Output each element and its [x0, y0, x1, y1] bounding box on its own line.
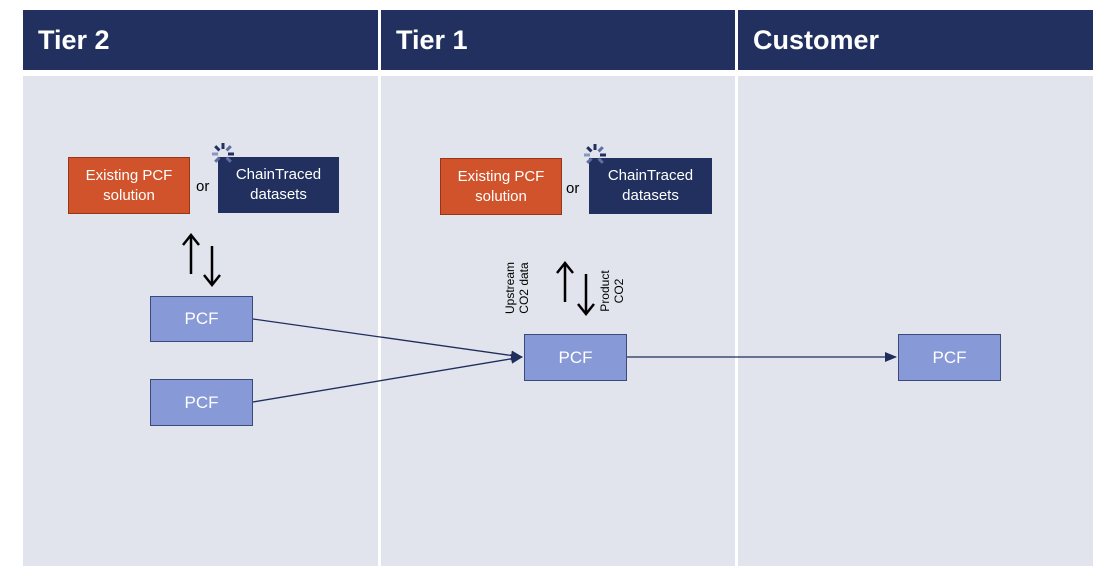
tier2-or-label: or — [196, 178, 210, 195]
customer-lane — [738, 76, 1093, 566]
tier2-exchange-arrows-icon — [182, 232, 221, 288]
tier2-header: Tier 2 — [23, 10, 378, 70]
connector-tier2-top-to-tier1 — [252, 318, 523, 361]
tier1-chaintraced-box: ChainTraced datasets — [589, 158, 712, 214]
tier1-chaintraced-label: ChainTraced datasets — [607, 167, 694, 204]
tier1-pcf: PCF — [524, 334, 627, 381]
customer-header: Customer — [738, 10, 1093, 70]
tier1-header: Tier 1 — [381, 10, 735, 70]
tier2-existing-pcf-label: Existing PCF solution — [85, 166, 173, 204]
connector-tier2-bottom-to-tier1 — [252, 353, 523, 403]
tier1-title: Tier 1 — [396, 24, 468, 55]
tier2-pcf-top-label: PCF — [184, 309, 219, 328]
tier2-chaintraced-box: ChainTraced datasets — [218, 157, 339, 213]
tier2-pcf-bottom: PCF — [150, 379, 253, 426]
chaintraced-logo-icon — [584, 144, 606, 166]
tier2-existing-pcf-box: Existing PCF solution — [68, 157, 190, 214]
tier2-chaintraced-label: ChainTraced datasets — [235, 166, 322, 203]
tier1-exchange-arrows-icon — [556, 260, 595, 317]
tier2-title: Tier 2 — [38, 24, 110, 55]
customer-pcf-label: PCF — [932, 347, 967, 367]
customer-pcf: PCF — [898, 334, 1001, 381]
tier1-pcf-label: PCF — [558, 347, 593, 367]
tier1-existing-pcf-label: Existing PCF solution — [457, 167, 545, 205]
tier2-pcf-bottom-label: PCF — [184, 392, 219, 412]
tier1-or-label: or — [566, 180, 580, 197]
tier1-lane — [381, 76, 735, 566]
tier1-existing-pcf-box: Existing PCF solution — [440, 158, 562, 215]
tier2-pcf-top: PCF — [150, 296, 253, 342]
chaintraced-logo-icon — [212, 143, 234, 165]
customer-title: Customer — [753, 24, 880, 55]
